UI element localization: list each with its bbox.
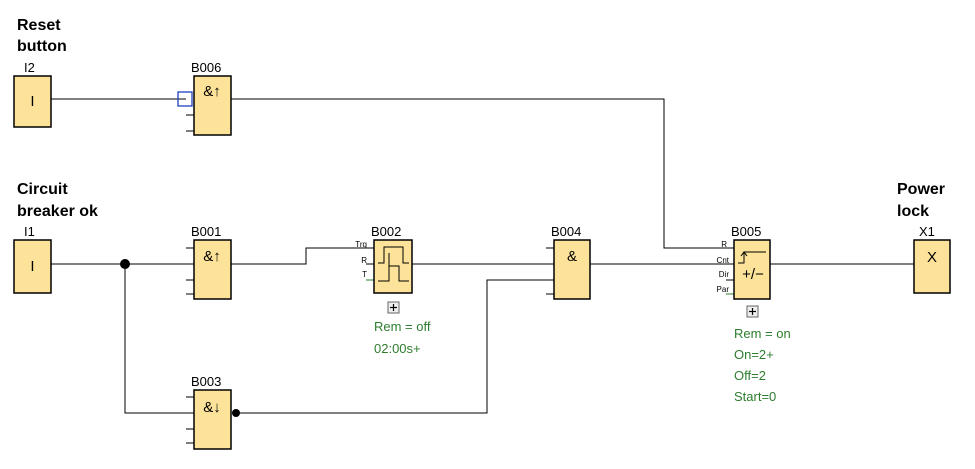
block-b006-body[interactable] [193, 75, 232, 136]
block-b006-symbol: &↑ [203, 83, 221, 100]
block-b001-id: B001 [191, 224, 221, 239]
wire-b003-b004[interactable] [236, 279, 554, 414]
block-b004-symbol: & [567, 248, 577, 265]
block-b004-body[interactable] [553, 239, 591, 300]
block-b003[interactable]: B003 &↓ [186, 374, 232, 450]
negation-marker[interactable] [177, 91, 193, 107]
block-b005-id: B005 [731, 224, 761, 239]
pin-label-r: R [361, 256, 367, 265]
block-x1-symbol: X [927, 249, 937, 266]
b002-param-time: 02:00s+ [374, 341, 421, 356]
pin-label-cnt: Cnt [717, 256, 730, 265]
block-b005[interactable]: B005 R Cnt Dir Par +/− Rem = on On=2+ Of… [717, 224, 791, 404]
block-b002-id: B002 [371, 224, 401, 239]
block-x1-body[interactable] [913, 239, 951, 294]
b002-param-remanence: Rem = off [374, 319, 431, 334]
block-b002[interactable]: B002 Trg R T Rem = off 02:00s+ [355, 224, 431, 356]
wire-b001-b002-trg[interactable] [231, 247, 374, 265]
label-power-lock-line2: lock [897, 203, 929, 220]
label-reset-button-line1: Reset [17, 17, 61, 34]
up-down-counter-icon [738, 251, 766, 264]
block-i2-symbol: I [30, 93, 34, 110]
b005-param-off: Off=2 [734, 368, 766, 383]
block-b001-symbol: &↑ [203, 248, 221, 265]
block-i1[interactable]: I1 I [13, 224, 52, 294]
block-x1[interactable]: X1 X [913, 224, 951, 294]
block-b001[interactable]: B001 &↑ [186, 224, 232, 300]
plus-box-icon[interactable] [746, 305, 759, 318]
block-i1-body[interactable] [13, 239, 52, 294]
block-x1-id: X1 [919, 224, 935, 239]
block-i1-id: I1 [24, 224, 35, 239]
plus-box-icon[interactable] [387, 301, 400, 314]
negation-output-dot [232, 409, 240, 417]
pin-label-par: Par [717, 285, 730, 294]
block-i2-body[interactable] [13, 75, 52, 128]
wire-b006-b005-r[interactable] [231, 98, 734, 249]
block-b004[interactable]: B004 & [546, 224, 591, 300]
b005-param-on: On=2+ [734, 347, 774, 362]
label-power-lock-line1: Power [897, 181, 945, 198]
pin-label-dir: Dir [719, 270, 730, 279]
pin-label-trg: Trg [355, 240, 367, 249]
junction-node [120, 259, 130, 269]
block-i1-symbol: I [30, 258, 34, 275]
pulse-timer-icon [378, 246, 409, 282]
label-circuit-breaker-line1: Circuit [17, 181, 68, 198]
block-b004-id: B004 [551, 224, 581, 239]
block-b006[interactable]: B006 &↑ [177, 60, 232, 136]
block-b001-body[interactable] [193, 239, 232, 300]
block-i2-id: I2 [24, 60, 35, 75]
block-i2[interactable]: I2 I [13, 60, 52, 128]
b005-param-remanence: Rem = on [734, 326, 791, 341]
block-b003-id: B003 [191, 374, 221, 389]
block-b003-symbol: &↓ [203, 399, 221, 416]
wire-node-b003[interactable] [124, 264, 194, 414]
label-reset-button-line2: button [17, 38, 67, 55]
b005-param-start: Start=0 [734, 389, 776, 404]
wires [51, 98, 914, 417]
pin-label-t: T [362, 270, 367, 279]
pin-label-r: R [721, 240, 727, 249]
label-circuit-breaker-line2: breaker ok [17, 203, 98, 220]
block-b005-body[interactable] [733, 239, 771, 300]
block-b006-id: B006 [191, 60, 221, 75]
block-b003-body[interactable] [193, 389, 232, 450]
block-b005-symbol: +/− [742, 266, 764, 283]
